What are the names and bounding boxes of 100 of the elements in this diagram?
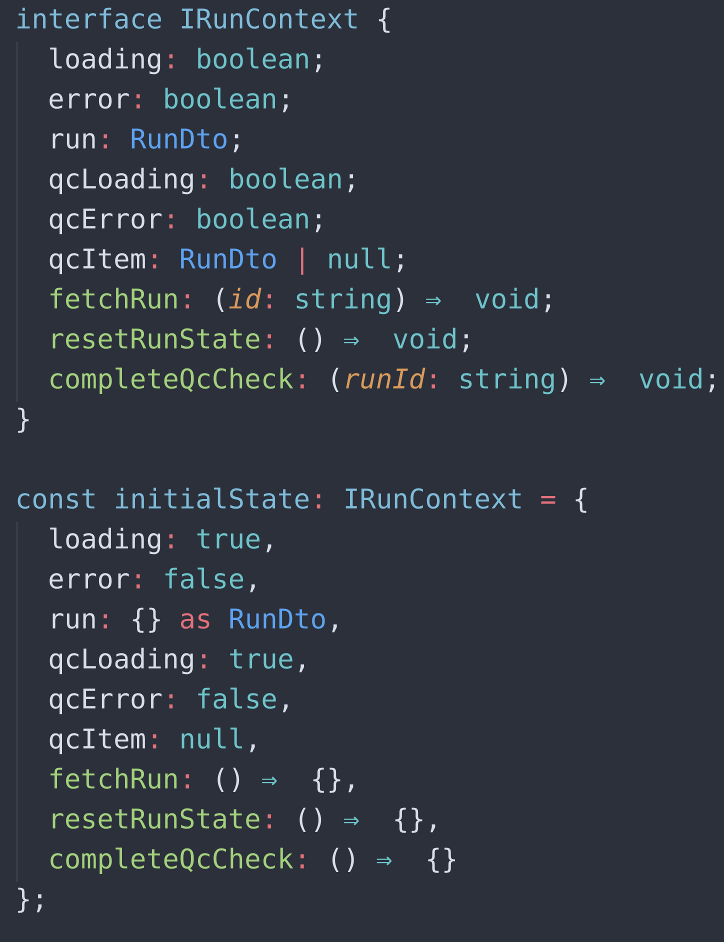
- punctuation: ;: [545, 294, 550, 312]
- type-name: string: [460, 368, 554, 394]
- property-name: qcLoading: [50, 648, 193, 674]
- operator: :: [136, 94, 140, 108]
- type-name: ⇒: [344, 336, 359, 346]
- operator: |: [301, 248, 304, 275]
- punctuation: {},: [395, 808, 436, 833]
- operator: :: [268, 814, 272, 828]
- punctuation: }: [18, 408, 29, 433]
- punctuation: ,: [266, 544, 272, 552]
- punctuation: ;: [398, 254, 402, 272]
- property-name: run: [52, 613, 95, 629]
- punctuation: ;: [709, 374, 714, 392]
- punctuation: {}: [428, 848, 456, 873]
- type-name: ⇒: [426, 296, 441, 306]
- punctuation: (: [218, 288, 224, 312]
- punctuation: (): [332, 848, 354, 872]
- keyword: IRunContext: [346, 488, 521, 509]
- keyword: IRunContext: [182, 8, 357, 29]
- punctuation: {},: [313, 768, 354, 793]
- punctuation: };: [18, 888, 42, 913]
- type-name: boolean: [198, 48, 308, 69]
- parameter-name: id: [229, 288, 262, 309]
- punctuation: ;: [463, 334, 468, 352]
- type-name: ⇒: [344, 816, 359, 826]
- operator: :: [316, 494, 320, 508]
- type-name: void: [476, 288, 538, 309]
- operator: :: [268, 294, 272, 308]
- type-name: void: [640, 368, 702, 389]
- operator: :: [152, 734, 156, 748]
- class-name: RunDto: [132, 128, 226, 149]
- keyword: interface: [18, 8, 161, 29]
- operator: :: [432, 374, 436, 388]
- function-name: completeQcCheck: [50, 848, 294, 874]
- operator: :: [300, 374, 304, 388]
- operator: :: [104, 614, 108, 628]
- punctuation: (): [300, 808, 322, 832]
- function-name: completeQcCheck: [50, 368, 294, 394]
- class-name: RunDto: [230, 608, 325, 629]
- type-name: true: [230, 649, 292, 669]
- property-name: qcError: [50, 688, 162, 714]
- type-name: null: [329, 248, 390, 269]
- operator: :: [300, 854, 304, 868]
- type-name: ⇒: [262, 776, 277, 786]
- operator: :: [169, 54, 173, 68]
- type-name: null: [182, 728, 242, 749]
- punctuation: (): [218, 768, 240, 792]
- type-name: ⇒: [376, 856, 392, 866]
- punctuation: ;: [348, 174, 354, 192]
- function-name: resetRunState: [52, 328, 260, 349]
- operator: :: [169, 534, 173, 548]
- class-name: RunDto: [181, 248, 276, 269]
- operator: :: [169, 694, 173, 708]
- function-name: fetchRun: [50, 768, 177, 789]
- punctuation: {: [576, 488, 586, 513]
- type-name: boolean: [165, 88, 275, 109]
- property-name: qcError: [50, 208, 162, 234]
- operator: :: [268, 334, 272, 348]
- type-name: boolean: [198, 208, 308, 229]
- keyword: initialState: [116, 488, 308, 509]
- property-name: loading: [50, 528, 160, 554]
- punctuation: ,: [250, 744, 255, 752]
- property-name: run: [52, 133, 95, 149]
- property-name: qcLoading: [50, 168, 193, 194]
- operator: :: [136, 574, 140, 588]
- type-name: false: [165, 568, 244, 589]
- punctuation: ,: [299, 664, 304, 672]
- type-name: void: [394, 328, 456, 349]
- punctuation: ;: [316, 54, 320, 72]
- property-name: qcItem: [50, 248, 145, 274]
- property-name: error: [50, 573, 129, 589]
- operator: :: [186, 294, 190, 308]
- parameter-name: runId: [346, 368, 426, 389]
- punctuation: ;: [234, 134, 238, 152]
- operator: :: [202, 654, 206, 668]
- function-name: fetchRun: [50, 288, 177, 309]
- punctuation: ): [561, 368, 568, 392]
- punctuation: {}: [132, 608, 160, 633]
- type-name: boolean: [230, 168, 341, 189]
- punctuation: ,: [282, 704, 288, 712]
- operator: as: [180, 613, 210, 629]
- punctuation: ,: [250, 584, 255, 592]
- operator: :: [186, 774, 190, 788]
- operator: :: [169, 214, 173, 228]
- property-name: loading: [50, 48, 160, 74]
- operator: :: [104, 134, 108, 148]
- punctuation: {: [378, 8, 390, 33]
- property-name: error: [50, 93, 129, 109]
- type-name: string: [296, 288, 390, 314]
- function-name: resetRunState: [52, 808, 260, 829]
- keyword: const: [18, 489, 94, 509]
- punctuation: ,: [332, 624, 337, 632]
- punctuation: ;: [282, 94, 288, 112]
- punctuation: (): [300, 328, 322, 352]
- operator: :: [202, 174, 206, 188]
- property-name: qcItem: [50, 728, 145, 754]
- punctuation: (: [332, 368, 339, 392]
- operator: =: [541, 496, 556, 504]
- punctuation: ): [397, 288, 404, 312]
- punctuation: ;: [316, 214, 320, 232]
